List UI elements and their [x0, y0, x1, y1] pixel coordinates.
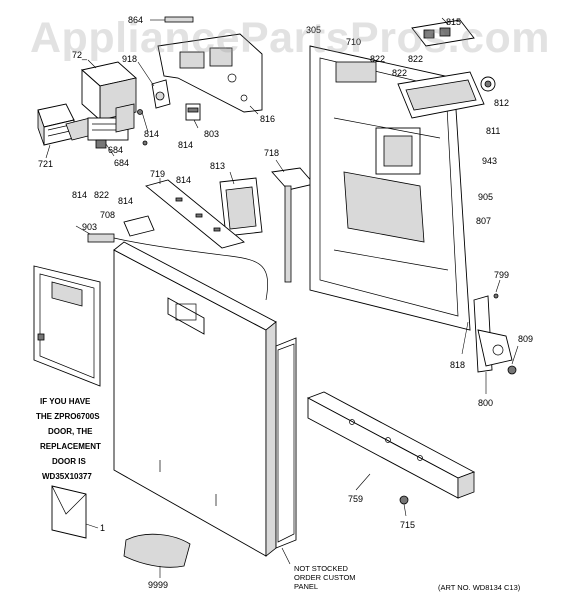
label-800: 800 [478, 398, 493, 408]
part-813-panel [219, 171, 263, 237]
label-814-b: 814 [178, 140, 193, 150]
art-number: (ART NO. WD8134 C13) [438, 583, 521, 592]
label-721: 721 [38, 159, 53, 169]
outer-door-panel [113, 241, 277, 557]
label-807: 807 [476, 216, 491, 226]
label-822-d: 822 [94, 190, 109, 200]
door-note-line-4: REPLACEMENT [40, 442, 101, 451]
part-72x-module [81, 59, 137, 157]
door-note-line-3: DOOR, THE [48, 427, 93, 436]
custom-panel [275, 337, 297, 565]
label-305: 305 [306, 25, 321, 35]
label-818: 818 [450, 360, 465, 370]
part-803-block [185, 103, 201, 129]
label-815: 815 [446, 17, 461, 27]
label-814-e: 814 [118, 196, 133, 206]
door-note-line-1: IF YOU HAVE [40, 397, 91, 406]
part-759-kickplate [306, 391, 476, 499]
label-813: 813 [210, 161, 225, 171]
label-1: 1 [100, 523, 105, 533]
part-864-strip [150, 16, 194, 23]
part-718-cable [271, 159, 315, 283]
door-note: IF YOU HAVE THE ZPRO6700S DOOR, THE REPL… [36, 397, 101, 481]
part-9999-pouch [123, 533, 191, 578]
label-814-d: 814 [176, 175, 191, 185]
label-9999: 9999 [148, 580, 168, 590]
label-822-b: 822 [392, 68, 407, 78]
label-72x: 72_ [72, 50, 88, 60]
part-815-811-812-upper [397, 17, 496, 119]
label-814-c: 814 [72, 190, 87, 200]
label-684-a: 684 [108, 145, 123, 155]
label-799: 799 [494, 270, 509, 280]
panel-note-line-1: NOT STOCKED [294, 564, 348, 573]
panel-note-line-2: ORDER CUSTOM [294, 573, 356, 582]
panel-note-line-3: PANEL [294, 582, 318, 591]
label-918: 918 [122, 54, 137, 64]
part-918-switch [137, 61, 171, 146]
label-811: 811 [486, 126, 500, 136]
label-684-b: 684 [114, 158, 129, 168]
label-943: 943 [482, 156, 497, 166]
door-note-line-6: WD35X10377 [42, 472, 92, 481]
label-715: 715 [400, 520, 415, 530]
label-803: 803 [204, 129, 219, 139]
part-816-bracket [157, 33, 263, 115]
part-715-screw [399, 495, 409, 517]
part-719-board [145, 178, 245, 249]
label-809: 809 [518, 334, 533, 344]
label-903: 903 [82, 222, 97, 232]
part-708-903-harness [75, 215, 268, 301]
label-812: 812 [494, 98, 509, 108]
label-905: 905 [478, 192, 493, 202]
alt-door-reference [33, 265, 101, 387]
label-710: 710 [346, 37, 361, 47]
door-note-line-2: THE ZPRO6700S [36, 412, 100, 421]
label-822-a: 822 [370, 54, 385, 64]
label-708: 708 [100, 210, 115, 220]
label-822-c: 822 [408, 54, 423, 64]
label-814-a: 814 [144, 129, 159, 139]
panel-note: NOT STOCKED ORDER CUSTOM PANEL [294, 564, 356, 591]
part-1-envelope [51, 485, 99, 539]
label-718: 718 [264, 148, 279, 158]
door-note-line-5: DOOR IS [52, 457, 86, 466]
label-816: 816 [260, 114, 275, 124]
part-807-inner-door [309, 45, 471, 331]
part-800-hinge [461, 279, 519, 394]
part-721-vent [37, 103, 97, 159]
label-719: 719 [150, 169, 165, 179]
label-759: 759 [348, 494, 363, 504]
label-864: 864 [128, 15, 143, 25]
